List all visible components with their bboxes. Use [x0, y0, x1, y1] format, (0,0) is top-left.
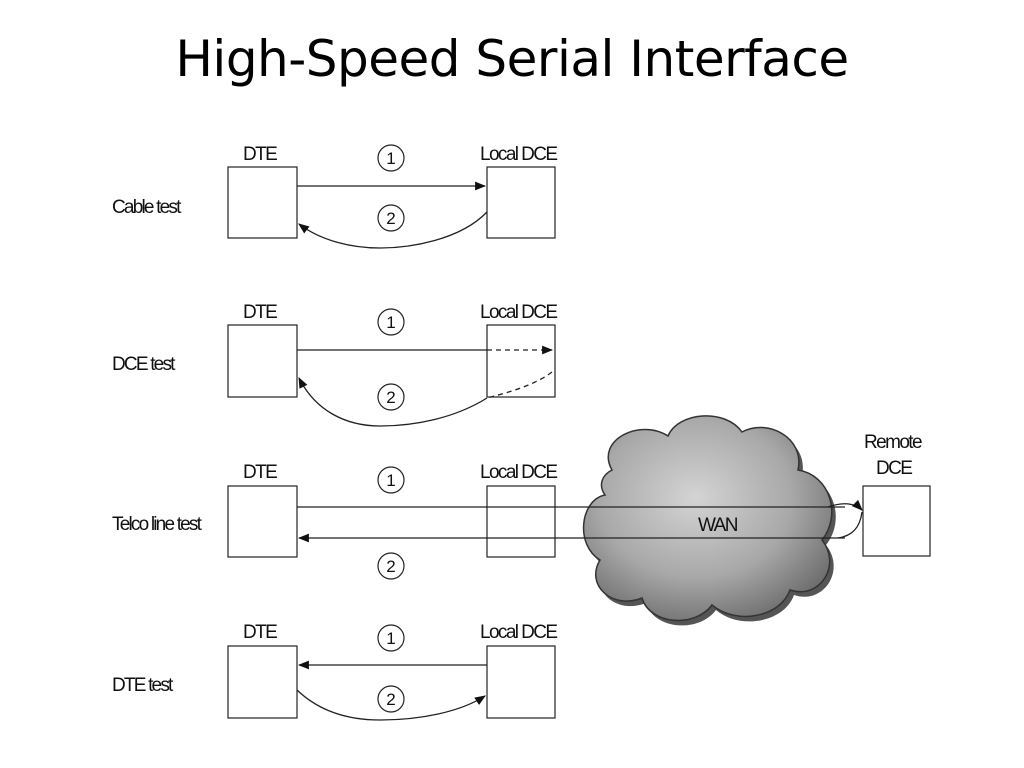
return-line-dashed — [486, 371, 553, 399]
local-dce-label: Local DCE — [480, 144, 557, 165]
wan-cloud: WAN — [583, 415, 836, 626]
local-dce-label: Local DCE — [480, 302, 557, 323]
remote-return-loop — [837, 511, 863, 539]
step-2-number: 2 — [386, 557, 395, 576]
local-dce-box — [486, 485, 556, 558]
dte-label: DTE — [243, 302, 277, 323]
step-2-circle — [377, 204, 405, 232]
local-dce-label: Local DCE — [480, 462, 557, 483]
dte-box — [227, 485, 298, 558]
remote-forward-arrow — [827, 499, 863, 511]
dte-label: DTE — [243, 462, 277, 483]
wan-label: WAN — [698, 515, 738, 536]
cloud-body — [583, 415, 833, 622]
step-1-number: 1 — [386, 149, 395, 168]
step-2-circle — [377, 685, 405, 713]
dte-box — [227, 166, 298, 239]
row-telco-line-test: Telco line test DTE Local DCE WAN Remote… — [112, 415, 931, 626]
dte-label: DTE — [243, 144, 277, 165]
row-dte-test: DTE test DTE Local DCE 1 2 — [112, 622, 559, 721]
step-1-circle — [377, 144, 405, 172]
return-arrow — [298, 211, 488, 249]
dte-box — [227, 645, 298, 719]
step-2-circle — [377, 383, 405, 411]
forward-arrow — [296, 689, 486, 721]
step-1-circle — [377, 308, 405, 336]
remote-dce-box — [862, 485, 931, 557]
local-dce-box — [486, 324, 556, 398]
step-1-circle — [377, 624, 405, 652]
local-dce-box — [486, 645, 556, 719]
row-label-cable-test: Cable test — [112, 197, 182, 218]
step-2-number: 2 — [386, 388, 395, 407]
dte-label: DTE — [243, 622, 277, 643]
local-dce-box — [486, 166, 556, 239]
step-2-number: 2 — [386, 209, 395, 228]
row-dce-test: DCE test DTE Local DCE 1 2 — [112, 302, 559, 427]
step-2-circle — [377, 552, 405, 580]
step-2-number: 2 — [386, 690, 395, 709]
return-arrow — [298, 377, 488, 427]
local-dce-label: Local DCE — [480, 622, 557, 643]
step-1-circle — [377, 466, 405, 494]
row-label-dce-test: DCE test — [112, 354, 176, 375]
dte-box — [227, 324, 298, 398]
page-title: High-Speed Serial Interface — [175, 30, 849, 88]
step-1-number: 1 — [386, 629, 395, 648]
step-1-number: 1 — [386, 471, 395, 490]
step-1-number: 1 — [386, 313, 395, 332]
row-cable-test: Cable test DTE Local DCE 1 2 — [112, 144, 559, 249]
row-label-telco-line-test: Telco line test — [112, 514, 203, 535]
row-label-dte-test: DTE test — [112, 675, 174, 696]
remote-dce-label-line2: DCE — [876, 458, 912, 479]
remote-dce-label-line1: Remote — [864, 432, 922, 453]
